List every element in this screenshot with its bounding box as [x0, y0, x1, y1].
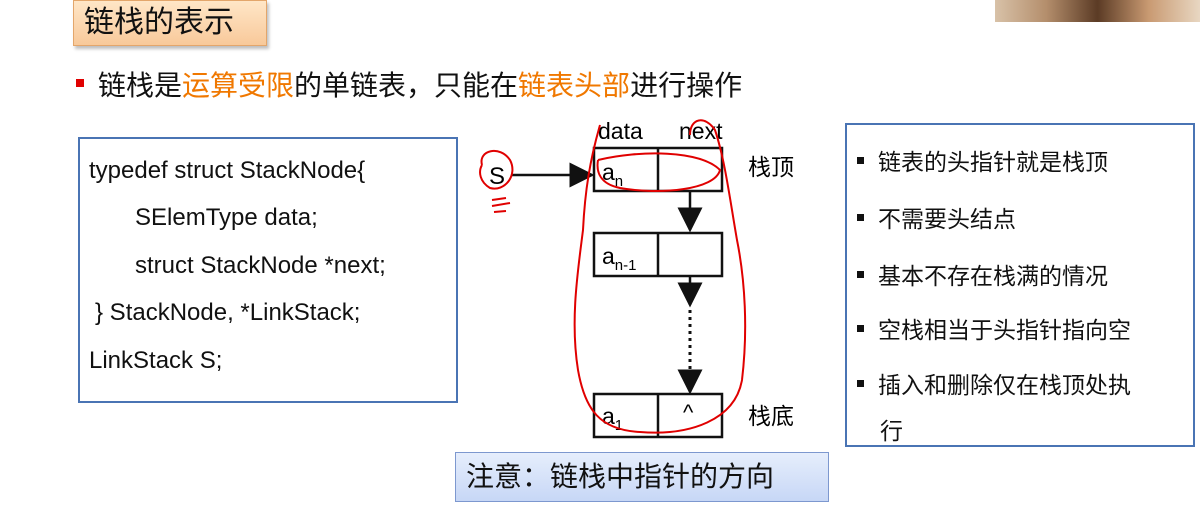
null-symbol: ^ — [683, 400, 694, 425]
header-next: next — [679, 118, 723, 144]
key-points-box: 链表的头指针就是栈顶 不需要头结点 基本不存在栈满的情况 空栈相当于头指针指向空… — [845, 123, 1195, 447]
node-an-1-label: an-1 — [602, 243, 636, 274]
key-point-3: 基本不存在栈满的情况 — [857, 257, 1108, 291]
code-line-1: typedef struct StackNode{ — [89, 157, 366, 184]
bullet-highlight-2: 链表头部 — [518, 69, 631, 102]
slide-title: 链栈的表示 — [73, 0, 267, 46]
bullet-text-2: 的单链表，只能在 — [294, 69, 519, 102]
note-banner: 注意：链栈中指针的方向 — [455, 452, 829, 502]
code-line-2: SElemType data; — [135, 204, 318, 231]
key-point-5: 插入和删除仅在栈顶处执 — [857, 366, 1131, 400]
stack-outline-scribble — [573, 119, 747, 434]
code-box: typedef struct StackNode{ SElemType data… — [78, 137, 458, 403]
bullet-dot-icon — [857, 157, 864, 165]
code-line-3: struct StackNode *next; — [135, 252, 386, 279]
bullet-text-3: 进行操作 — [630, 69, 743, 102]
key-point-5-cont: 行 — [880, 418, 903, 444]
presenter-webcam-thumbnail — [995, 0, 1200, 22]
node-an-label: an — [602, 159, 623, 190]
bullet-dot-icon — [857, 325, 864, 333]
key-point-1: 链表的头指针就是栈顶 — [857, 143, 1108, 177]
stack-bottom-label: 栈底 — [748, 404, 794, 430]
code-line-4: } StackNode, *LinkStack; — [95, 299, 361, 326]
main-bullet: 链栈是运算受限的单链表，只能在链表头部进行操作 — [76, 66, 742, 106]
key-point-4: 空栈相当于头指针指向空 — [857, 311, 1131, 345]
stack-top-label: 栈顶 — [748, 155, 794, 181]
bullet-dot-icon — [857, 271, 864, 279]
code-line-5: LinkStack S; — [89, 347, 223, 374]
bullet-dot-icon — [857, 214, 864, 222]
header-data: data — [598, 118, 643, 144]
bullet-highlight-1: 运算受限 — [182, 69, 295, 102]
key-point-2: 不需要头结点 — [857, 200, 1016, 234]
bullet-square-icon — [76, 79, 84, 87]
pointer-s-label: S — [489, 163, 505, 190]
bullet-dot-icon — [857, 380, 864, 388]
bullet-text-1: 链栈是 — [98, 69, 183, 102]
